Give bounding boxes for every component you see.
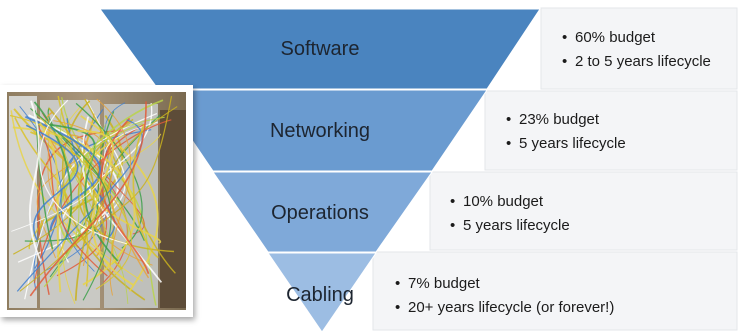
bullet-item: 23% budget	[519, 111, 600, 128]
funnel-level-cabling	[267, 252, 377, 332]
level-label-software: Software	[281, 38, 360, 60]
panel-cabling	[372, 251, 738, 331]
cable	[66, 118, 116, 241]
bullet-item: 5 years lifecycle	[463, 217, 570, 234]
cable	[84, 98, 176, 274]
cable	[24, 111, 115, 242]
panel-software	[540, 7, 738, 90]
cable	[89, 123, 129, 305]
bullet-item: 60% budget	[575, 29, 656, 46]
bullets-cabling: • 7% budget • 20+ years lifecycle (or fo…	[395, 275, 614, 316]
bullet-item: 5 years lifecycle	[519, 135, 626, 152]
cable	[58, 99, 164, 249]
cable	[33, 101, 73, 240]
cable	[132, 124, 159, 259]
server-rack-photo	[0, 85, 193, 317]
bullet-glyph: •	[506, 111, 511, 128]
cable	[11, 121, 158, 232]
bullet-item: 7% budget	[408, 275, 481, 292]
bullet-glyph: •	[506, 135, 511, 152]
funnel-level-networking	[157, 89, 488, 172]
cable	[29, 101, 147, 297]
bullet-glyph: •	[395, 275, 400, 292]
funnel-level-software	[99, 8, 541, 90]
cable	[100, 117, 150, 275]
cable	[33, 119, 172, 284]
cable	[25, 124, 79, 241]
bullets-networking: • 23% budget • 5 years lifecycle	[506, 111, 626, 152]
panel-operations	[429, 171, 738, 251]
bullet-panels	[372, 7, 738, 331]
cable	[16, 119, 143, 292]
bullet-glyph: •	[562, 29, 567, 46]
cable	[28, 100, 42, 262]
bullet-glyph: •	[450, 193, 455, 210]
cable	[48, 107, 95, 301]
bullet-glyph: •	[395, 299, 400, 316]
cable	[28, 118, 95, 250]
cable	[30, 107, 112, 301]
cable	[19, 106, 95, 272]
rack-shadow	[160, 110, 186, 308]
bullets-operations: • 10% budget • 5 years lifecycle	[450, 193, 570, 234]
funnel-level-operations	[212, 171, 433, 253]
funnel-labels: Software Networking Operations Cabling	[270, 38, 370, 306]
bullet-item: 20+ years lifecycle (or forever!)	[408, 299, 614, 316]
bullets-software: • 60% budget • 2 to 5 years lifecycle	[562, 29, 711, 70]
level-label-operations: Operations	[271, 202, 369, 224]
panel-networking	[484, 90, 738, 171]
cable	[68, 134, 150, 279]
tangled-cables	[9, 95, 178, 306]
bullet-item: 10% budget	[463, 193, 544, 210]
bullet-glyph: •	[562, 53, 567, 70]
cable	[75, 102, 143, 249]
level-label-networking: Networking	[270, 120, 370, 142]
bullet-item: 2 to 5 years lifecycle	[575, 53, 711, 70]
cable	[63, 95, 173, 255]
level-label-cabling: Cabling	[286, 284, 354, 306]
funnel	[99, 8, 541, 332]
cable	[31, 108, 132, 290]
bullet-glyph: •	[450, 217, 455, 234]
